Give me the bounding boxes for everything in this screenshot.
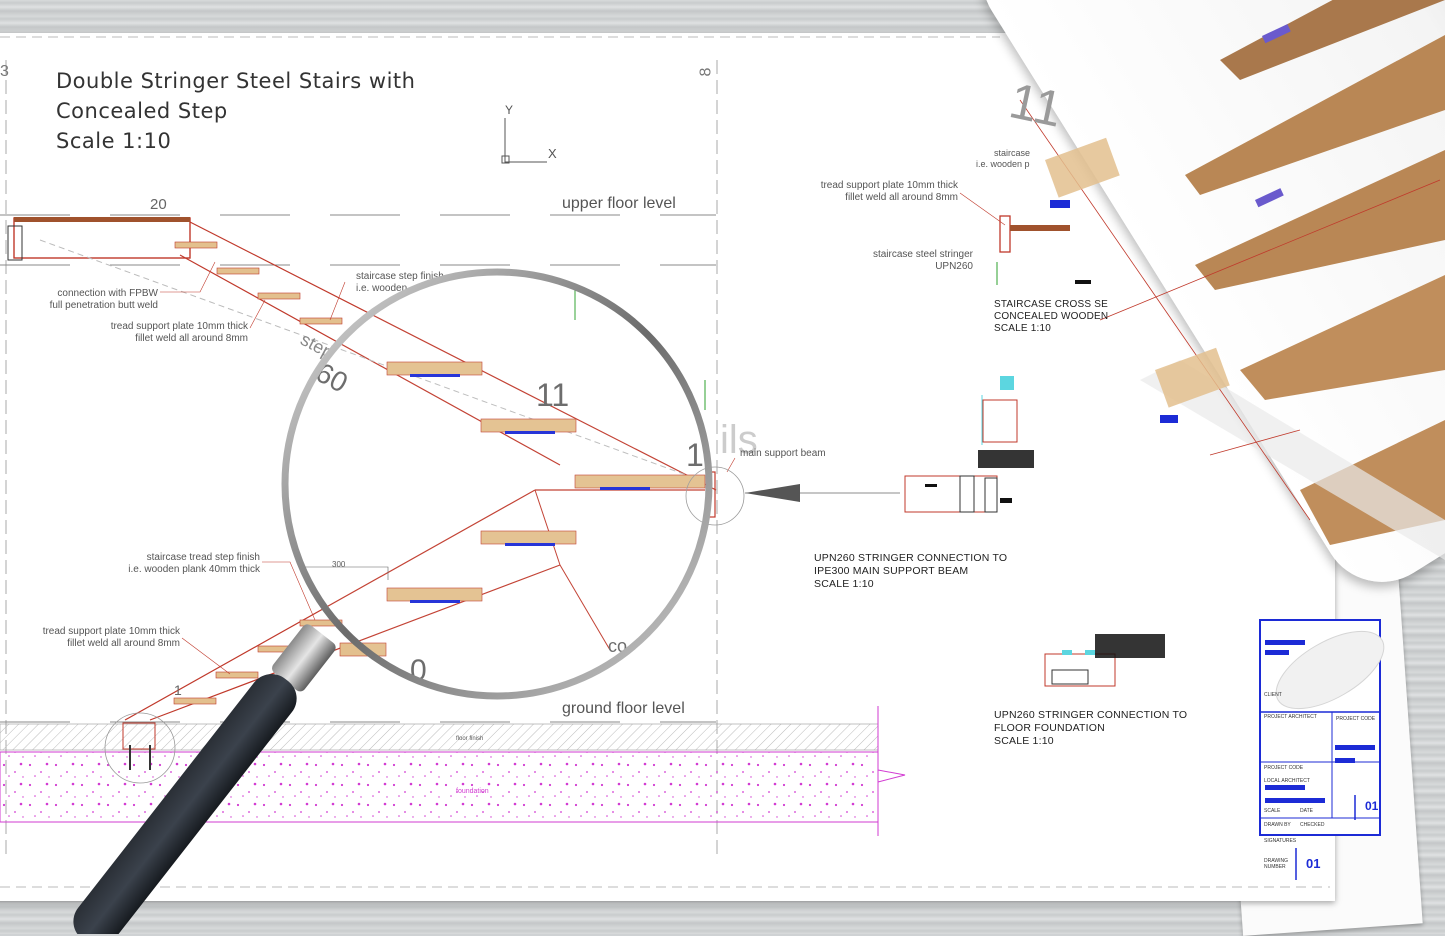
step-finish-note-line1: staircase step finish [356, 271, 444, 282]
tb-project-architect: PROJECT ARCHITECT [1264, 714, 1317, 720]
step-finish-note-line2: i.e. wooden [356, 283, 408, 294]
cs-finish-note: staircase i.e. wooden p [976, 148, 1030, 170]
lens-rim [281, 268, 713, 700]
beam-connection-caption: UPN260 STRINGER CONNECTION TO IPE300 MAI… [814, 552, 1007, 591]
bottom-step-number: 1 [174, 682, 182, 698]
cs-finish-line2: i.e. wooden p [976, 159, 1030, 169]
connection-note: connection with FPBW full penetration bu… [30, 288, 158, 312]
title-line-3: Scale 1:10 [56, 129, 172, 153]
foundation-caption-line2: FLOOR FOUNDATION [994, 722, 1105, 734]
tread-plate-note: tread support plate 10mm thick fillet we… [98, 321, 248, 345]
foundation-connection-detail [1044, 634, 1165, 687]
tb-project-code: PROJECT CODE [1264, 765, 1304, 771]
cs-tread-note-line2: fillet weld all around 8mm [845, 192, 958, 203]
handle-ferrule [272, 624, 336, 692]
tread-finish-note-line2: i.e. wooden plank 40mm thick [128, 564, 260, 575]
tread-finish-note: staircase tread step finish i.e. wooden … [110, 552, 260, 576]
handle-grip [73, 674, 297, 934]
tread-plate-lower-line1: tread support plate 10mm thick [42, 626, 180, 637]
cs-caption-line1: STAIRCASE CROSS SE [994, 299, 1108, 310]
title-line-2: Concealed Step [56, 99, 228, 123]
cs-caption-line2: CONCEALED WOODEN [994, 311, 1109, 322]
cs-tread-note: tread support plate 10mm thick fillet we… [805, 180, 958, 204]
upper-floor-label: upper floor level [562, 195, 676, 212]
tb-local-architect: LOCAL ARCHITECT [1264, 778, 1310, 784]
riser-dimension: 300 [332, 559, 345, 571]
tb-date: DATE [1300, 808, 1313, 814]
step-count-11: 11 [536, 378, 569, 412]
drawing-title: Double Stringer Steel Stairs with Concea… [56, 66, 415, 156]
axis-x-label: X [548, 146, 557, 161]
ground-floor-label: ground floor level [562, 700, 685, 717]
tb-drawn-by: DRAWN BY [1264, 822, 1291, 828]
tb-project-code-top: PROJECT CODE [1336, 716, 1376, 722]
dimension-20: 20 [150, 196, 167, 213]
cs-stringer-note-line1: staircase steel stringer [872, 249, 973, 260]
tb-client: CLIENT [1264, 692, 1282, 698]
main-support-note: main support beam [740, 448, 826, 459]
tread-plate-note-line1: tread support plate 10mm thick [110, 321, 248, 332]
foundation-label: foundation [456, 788, 489, 795]
axis-y-label: Y [505, 103, 514, 117]
tb-number-back: 01 [1365, 799, 1379, 813]
details-partial-text: ils [720, 418, 758, 462]
tb-checked: CHECKED [1300, 822, 1325, 828]
tread-finish-note-line1: staircase tread step finish [146, 552, 260, 563]
cs-stringer-note-line2: UPN260 [935, 261, 973, 272]
connection-note-line2: full penetration butt weld [49, 300, 158, 311]
lower-treads [173, 530, 577, 705]
tb-scale: SCALE [1264, 808, 1281, 814]
tb-signatures: SIGNATURES [1264, 838, 1297, 844]
tread-plate-note-line2: fillet weld all around 8mm [135, 333, 248, 344]
tb-drawing-number: DRAWING NUMBER [1264, 858, 1288, 870]
step-count-1: 1 [686, 438, 704, 472]
cs-stringer-note: staircase steel stringer UPN260 [840, 249, 973, 273]
upper-treads [174, 241, 706, 490]
beam-caption-line1: UPN260 STRINGER CONNECTION TO [814, 552, 1008, 564]
beam-connection-detail [904, 376, 1034, 513]
floor-finish-label: floor finish [456, 736, 484, 742]
foundation-caption-line1: UPN260 STRINGER CONNECTION TO [994, 709, 1188, 721]
cs-caption-line3: SCALE 1:10 [994, 323, 1052, 334]
foundation-connection-caption: UPN260 STRINGER CONNECTION TO FLOOR FOUN… [994, 709, 1187, 748]
title-line-1: Double Stringer Steel Stairs with [56, 69, 416, 93]
beam-caption-line2: IPE300 MAIN SUPPORT BEAM [814, 565, 969, 577]
tread-plate-lower-line2: fillet weld all around 8mm [67, 638, 180, 649]
grid-label-left: 3 [0, 63, 9, 80]
cross-section-caption: STAIRCASE CROSS SE CONCEALED WOODEN SCAL… [994, 299, 1108, 335]
cs-finish-line1: staircase [994, 148, 1031, 158]
step-finish-note: staircase step finish i.e. wooden [356, 271, 444, 295]
tread-plate-note-lower: tread support plate 10mm thick fillet we… [30, 626, 180, 650]
foundation-caption-line3: SCALE 1:10 [994, 735, 1054, 747]
cs-tread-note-line1: tread support plate 10mm thick [820, 180, 958, 191]
beam-caption-line3: SCALE 1:10 [814, 578, 874, 590]
tb-number: 01 [1306, 856, 1321, 871]
connection-note-line1: connection with FPBW [57, 288, 158, 299]
